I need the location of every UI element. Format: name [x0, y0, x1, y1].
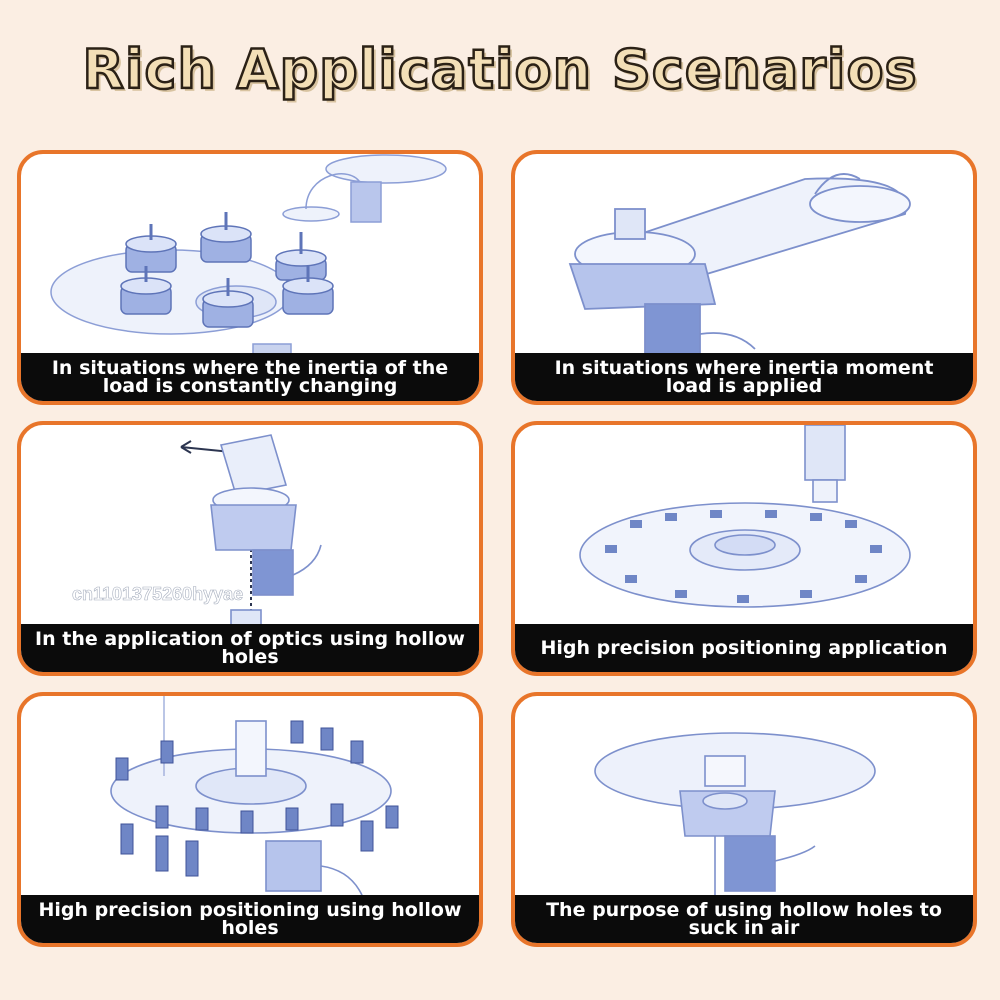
page-title: Rich Application Scenarios — [81, 37, 918, 103]
scenario-caption: The purpose of using hollow holes to suc… — [515, 895, 973, 943]
scenario-card-air-suction: The purpose of using hollow holes to suc… — [511, 692, 977, 947]
scenario-card-optics: In the application of optics using hollo… — [17, 421, 483, 676]
scenario-caption: High precision positioning using hollow … — [21, 895, 479, 943]
scenario-card-variable-inertia: In situations where the inertia of the l… — [17, 150, 483, 405]
air-suction-illustration — [594, 732, 876, 896]
inertia-moment-illustration — [568, 173, 911, 355]
scenario-card-hollow-positioning: High precision positioning using hollow … — [17, 692, 483, 947]
scenario-caption: In situations where the inertia of the l… — [21, 353, 479, 401]
optics-hollow-illustration — [180, 434, 322, 635]
scenario-card-inertia-moment: In situations where inertia moment load … — [511, 150, 977, 405]
scenario-caption: In situations where inertia moment load … — [515, 353, 973, 401]
precision-positioning-illustration — [579, 425, 911, 608]
scenario-caption: High precision positioning application — [515, 624, 973, 672]
hollow-positioning-illustration — [110, 696, 399, 906]
variable-inertia-illustration — [50, 154, 447, 364]
watermark-text: cn1101375260hyyae — [72, 584, 244, 605]
scenario-caption: In the application of optics using hollo… — [21, 624, 479, 672]
scenario-card-precision-positioning: High precision positioning application — [511, 421, 977, 676]
